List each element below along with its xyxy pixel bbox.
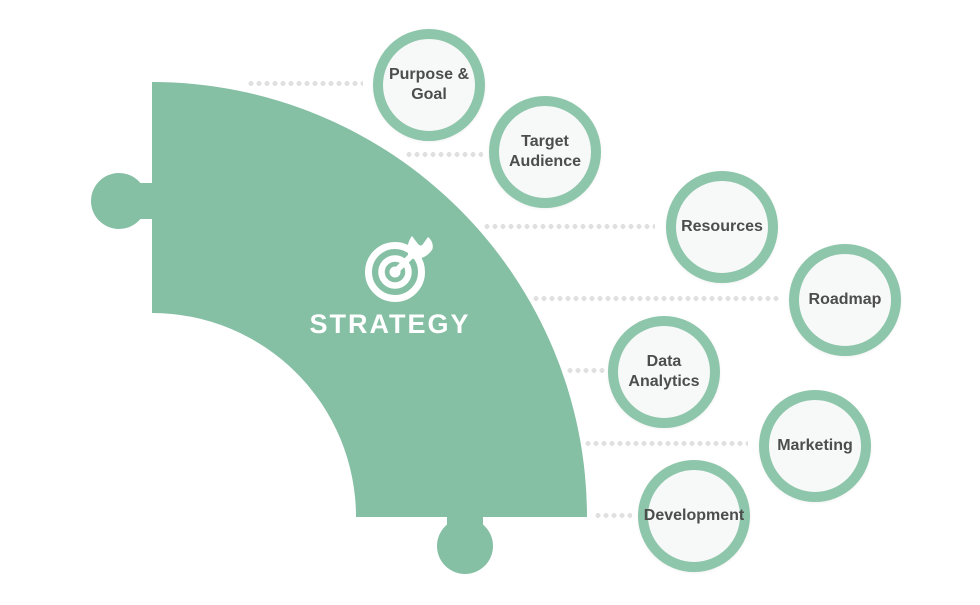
strategy-title: STRATEGY [309, 309, 471, 339]
connector-target-audience [405, 152, 483, 157]
connector-roadmap [532, 296, 780, 301]
bullseye-rings [365, 242, 425, 302]
node-target-audience: Target Audience [489, 96, 601, 208]
puzzle-knob-bottom-neck [447, 513, 483, 549]
puzzle-piece-shape [152, 82, 587, 517]
puzzle-knob-left-neck [117, 183, 155, 219]
connector-purpose-goal [247, 81, 363, 86]
node-label: Target Audience [508, 132, 581, 170]
node-development: Development [638, 460, 750, 572]
connector-resources [483, 224, 655, 229]
node-purpose-goal: Purpose & Goal [373, 29, 485, 141]
connector-development [594, 513, 632, 518]
connector-data-analytics [566, 368, 606, 373]
node-data-analytics: Data Analytics [608, 316, 720, 428]
node-label: Roadmap [808, 290, 882, 308]
node-label: Resources [681, 217, 763, 235]
node-marketing: Marketing [759, 390, 871, 502]
dart-arrow [392, 236, 433, 275]
node-label: Marketing [777, 436, 853, 454]
node-resources: Resources [666, 171, 778, 283]
target-icon [365, 236, 433, 302]
node-roadmap: Roadmap [789, 244, 901, 356]
connector-marketing [584, 441, 748, 446]
node-label: Purpose & Goal [388, 65, 469, 103]
node-label: Data Analytics [628, 352, 700, 390]
node-label: Development [643, 506, 745, 524]
